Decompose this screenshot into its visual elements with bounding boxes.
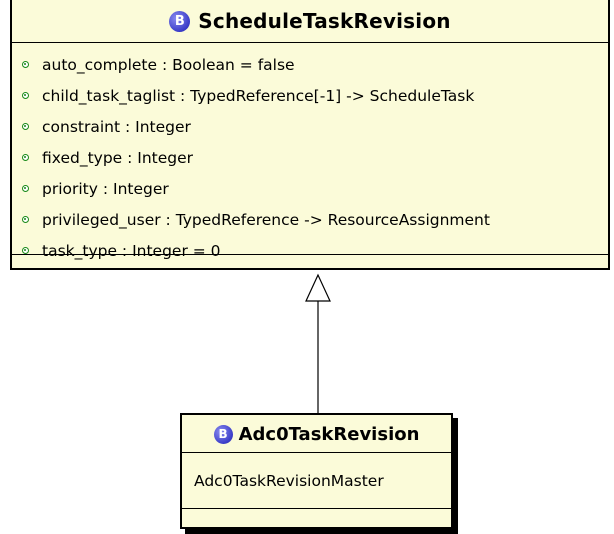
attributes-compartment: auto_complete : Boolean = false child_ta…	[12, 43, 608, 260]
class-header: B ScheduleTaskRevision	[12, 0, 608, 43]
attribute-label: constraint : Integer	[42, 117, 191, 136]
class-name: ScheduleTaskRevision	[198, 9, 451, 33]
class-schedule-task-revision[interactable]: B ScheduleTaskRevision auto_complete : B…	[10, 0, 610, 270]
public-attribute-icon	[22, 61, 29, 68]
attribute-label: child_task_taglist : TypedReference[-1] …	[42, 86, 475, 105]
attribute-row[interactable]: child_task_taglist : TypedReference[-1] …	[12, 80, 608, 111]
class-adc0-task-revision[interactable]: B Adc0TaskRevision Adc0TaskRevisionMaste…	[180, 413, 453, 529]
class-stereotype-icon: B	[169, 10, 191, 32]
class-header: B Adc0TaskRevision	[182, 415, 451, 453]
public-attribute-icon	[22, 185, 29, 192]
operations-compartment	[182, 509, 451, 523]
attribute-row[interactable]: privileged_user : TypedReference -> Reso…	[12, 204, 608, 235]
class-name: Adc0TaskRevision	[238, 423, 420, 445]
attribute-row[interactable]: auto_complete : Boolean = false	[12, 49, 608, 80]
public-attribute-icon	[22, 123, 29, 130]
public-attribute-icon	[22, 154, 29, 161]
attribute-row[interactable]: fixed_type : Integer	[12, 142, 608, 173]
attribute-label: fixed_type : Integer	[42, 148, 194, 167]
attribute-label: auto_complete : Boolean = false	[42, 55, 295, 74]
attribute-label: task_type : Integer = 0	[42, 241, 221, 260]
members-compartment: Adc0TaskRevisionMaster	[182, 453, 451, 509]
attribute-label: priority : Integer	[42, 179, 169, 198]
public-attribute-icon	[22, 216, 29, 223]
public-attribute-icon	[22, 92, 29, 99]
public-attribute-icon	[22, 247, 29, 254]
attribute-row[interactable]: constraint : Integer	[12, 111, 608, 142]
class-stereotype-icon: B	[213, 424, 233, 444]
member-label[interactable]: Adc0TaskRevisionMaster	[194, 471, 384, 490]
attribute-row[interactable]: task_type : Integer = 0	[12, 235, 608, 266]
attribute-label: privileged_user : TypedReference -> Reso…	[42, 210, 490, 229]
attribute-row[interactable]: priority : Integer	[12, 173, 608, 204]
generalization-arrowhead	[305, 273, 331, 302]
